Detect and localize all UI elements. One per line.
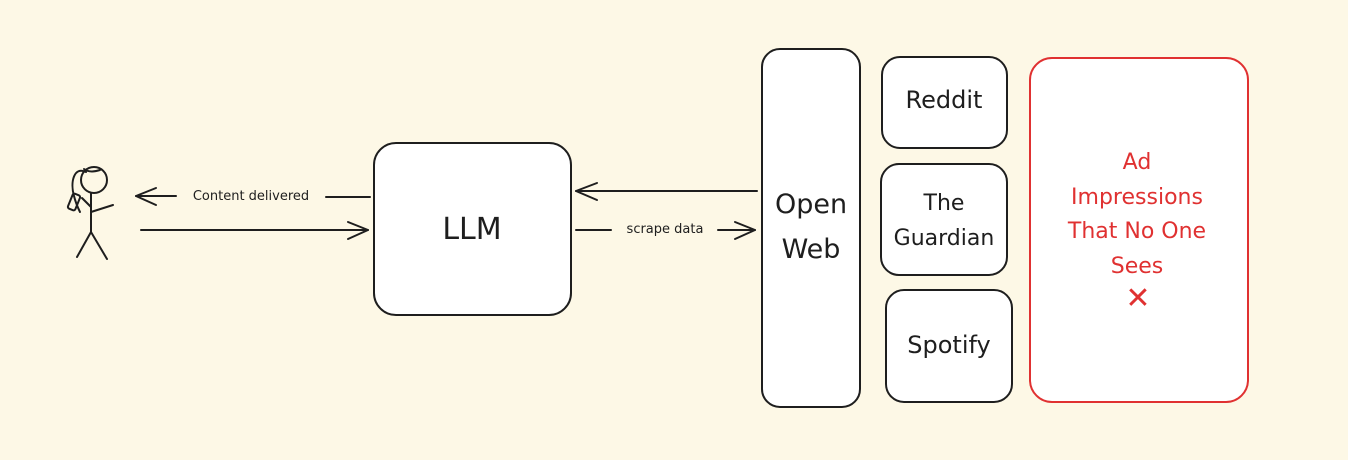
guardian-label-line-1: The — [923, 191, 965, 216]
open-web-node: Open Web — [761, 48, 861, 408]
scrape-data-arrow — [575, 221, 756, 240]
web-to-llm-arrow — [575, 182, 758, 201]
open-web-label-line-1: Open — [775, 189, 847, 220]
llm-node: LLM — [373, 142, 572, 316]
request-arrow — [140, 221, 369, 240]
cross-mark-icon: ✕ — [1125, 281, 1150, 316]
guardian-node: The Guardian — [880, 163, 1008, 276]
ad-impressions-line-2: Impressions — [1071, 185, 1203, 210]
ad-impressions-node: Ad Impressions That No One Sees ✕ — [1029, 57, 1249, 403]
person-with-phone-icon — [66, 166, 114, 260]
content-delivered-arrow — [135, 187, 371, 206]
reddit-label: Reddit — [906, 86, 983, 114]
ad-impressions-line-1: Ad — [1123, 150, 1152, 175]
open-web-label-line-2: Web — [782, 234, 841, 265]
spotify-node: Spotify — [885, 289, 1013, 403]
ad-impressions-line-4: Sees — [1111, 254, 1164, 279]
ad-impressions-line-3: That No One — [1067, 219, 1206, 244]
content-delivered-label: Content delivered — [193, 189, 309, 204]
reddit-node: Reddit — [881, 56, 1008, 149]
guardian-label-line-2: Guardian — [894, 226, 995, 251]
scrape-data-label: scrape data — [627, 222, 704, 237]
spotify-label: Spotify — [907, 331, 990, 359]
llm-label: LLM — [442, 212, 501, 247]
